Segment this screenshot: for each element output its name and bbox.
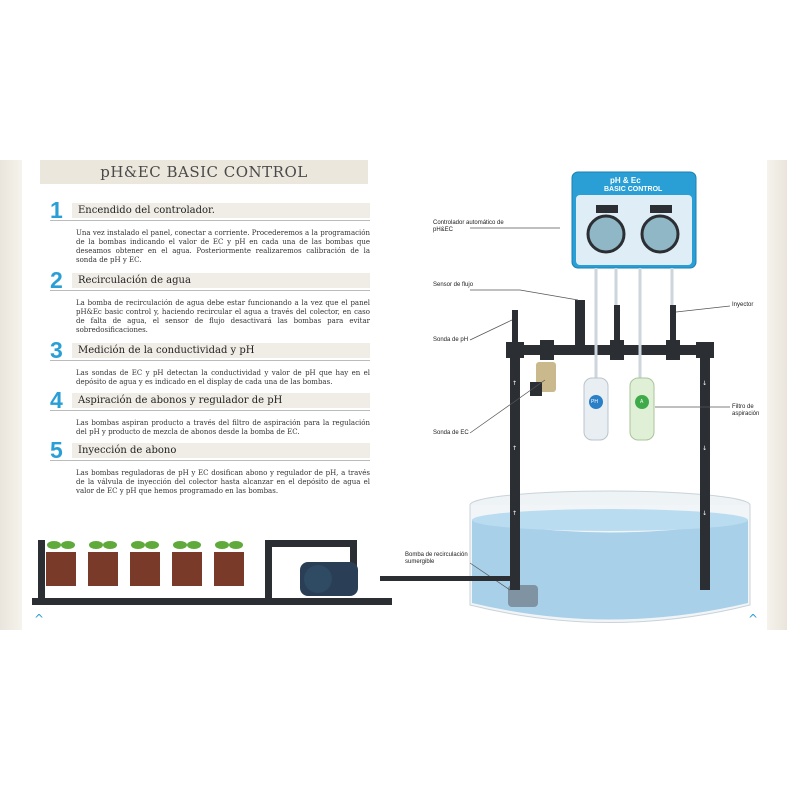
chevron-up-icon[interactable]: ^ (34, 612, 45, 626)
controller-label-bottom: BASIC CONTROL (604, 186, 663, 193)
page-title: pH&EC BASIC CONTROL (40, 160, 368, 184)
step-number: 2 (50, 266, 63, 293)
step-5: 5 Inyección de abono Las bombas regulador… (50, 436, 370, 496)
surface-pump (300, 562, 358, 596)
chevron-up-icon[interactable]: ^ (748, 612, 759, 626)
label-sonda-ph: Sonda de pH (433, 337, 469, 343)
bottle-ph-label: PH (591, 399, 598, 405)
submersible-pump (508, 585, 538, 607)
step-body: Las bombas reguladoras de pH y EC dosifi… (76, 469, 370, 495)
svg-text:↓: ↓ (702, 380, 707, 387)
step-title: Aspiración de abonos y regulador de pH (72, 392, 370, 408)
label-sensor-flujo: Sensor de flujo (433, 282, 474, 288)
step-title: Medición de la conductividad y pH (72, 342, 370, 358)
svg-text:↓: ↓ (702, 445, 707, 452)
water-tank (469, 490, 751, 623)
label-sonda-ec: Sonda de EC (433, 430, 469, 436)
label-filtro: Filtro de aspiración (732, 404, 760, 417)
step-body: La bomba de recirculación de agua debe e… (76, 299, 370, 334)
tubes (594, 268, 674, 380)
step-body: Una vez instalado el panel, conectar a c… (76, 229, 370, 264)
svg-text:↑: ↑ (512, 380, 517, 387)
collector-pipes (506, 300, 714, 590)
label-bomba: Bomba de recirculación sumergible (405, 552, 468, 565)
plants-line (32, 540, 510, 605)
label-controlador: Controlador automático de pH&EC (433, 220, 504, 233)
step-3: 3 Medición de la conductividad y pH Las s… (50, 336, 370, 387)
step-number: 5 (50, 436, 63, 463)
bottle-a (629, 377, 655, 441)
flow-arrows: ↑ ↑ ↑ ↓ ↓ ↓ (512, 380, 707, 517)
svg-text:↓: ↓ (702, 510, 707, 517)
step-title: Inyección de abono (72, 442, 370, 458)
step-number: 3 (50, 336, 63, 363)
step-body: Las sondas de EC y pH detectan la conduc… (76, 369, 370, 386)
controller-label-top: pH & Ec (610, 176, 641, 185)
plant-pots (46, 541, 244, 586)
bottle-a-label: A (640, 399, 644, 405)
step-body: Las bombas aspiran producto a través del… (76, 419, 370, 436)
bottle-ph (583, 377, 609, 441)
step-2: 2 Recirculación de agua La bomba de recir… (50, 266, 370, 335)
step-title: Encendido del controlador. (72, 202, 370, 218)
step-number: 4 (50, 386, 63, 413)
label-inyector: Inyector (732, 302, 754, 308)
svg-text:↑: ↑ (512, 510, 517, 517)
step-1: 1 Encendido del controlador. Una vez inst… (50, 196, 370, 265)
step-title: Recirculación de agua (72, 272, 370, 288)
page-edge-right (767, 160, 787, 630)
page-edge-left (0, 160, 22, 630)
svg-text:↑: ↑ (512, 445, 517, 452)
step-number: 1 (50, 196, 63, 223)
controller-box (571, 171, 697, 269)
